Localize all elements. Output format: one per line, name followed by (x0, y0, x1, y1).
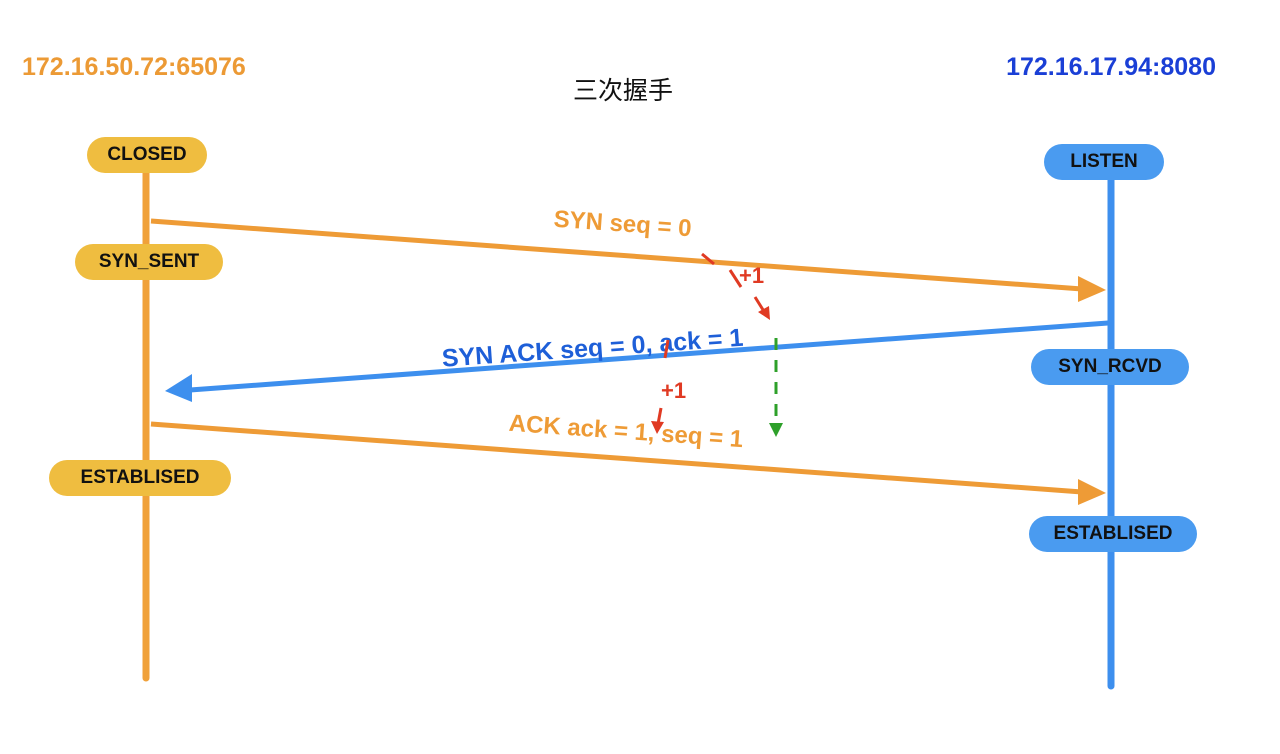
increment-1-label: +1 (739, 263, 764, 288)
ack-message: ACK ack = 1, seq = 1 (508, 410, 744, 453)
syn-ack-message: SYN ACK seq = 0, ack = 1 (441, 324, 744, 373)
server-state-syn-rcvd: SYN_RCVD (1031, 349, 1189, 385)
increment-1-stroke (728, 269, 743, 288)
client-state-established: ESTABLISED (49, 460, 231, 496)
server-address: 172.16.17.94:8080 (1006, 53, 1216, 81)
increment-2-label: +1 (661, 378, 686, 403)
seq-carry-arrow-head (769, 423, 783, 437)
increment-1-arrow-head (758, 306, 770, 320)
syn-ack-prefix: SYN ACK seq = 0, ack = (441, 325, 730, 373)
increment-2-arrow-head (651, 421, 664, 434)
diagram-title: 三次握手 (573, 76, 674, 105)
syn-message: SYN seq = 0 (553, 206, 693, 243)
increment-1-tick (701, 252, 715, 266)
increment-2-arrow (656, 407, 663, 425)
client-state-closed: CLOSED (87, 137, 207, 173)
syn-arrow-head (1078, 276, 1106, 302)
ack-suffix: , seq = 1 (647, 420, 744, 454)
client-address: 172.16.50.72:65076 (22, 53, 246, 81)
server-state-established: ESTABLISED (1029, 516, 1197, 552)
syn-ack-arrow-head (165, 374, 192, 402)
ack-arrow-line (150, 421, 1083, 495)
server-state-listen: LISTEN (1044, 144, 1164, 180)
ack-ack-value: 1 (634, 419, 649, 447)
syn-arrow-line (150, 218, 1083, 292)
client-state-syn-sent: SYN_SENT (75, 244, 223, 280)
ack-arrow-head (1078, 479, 1106, 505)
syn-ack-ack-value: 1 (728, 324, 744, 353)
increment-2-tick (663, 339, 670, 359)
ack-prefix: ACK ack = (508, 410, 636, 446)
syn-ack-arrow-line (189, 320, 1109, 393)
